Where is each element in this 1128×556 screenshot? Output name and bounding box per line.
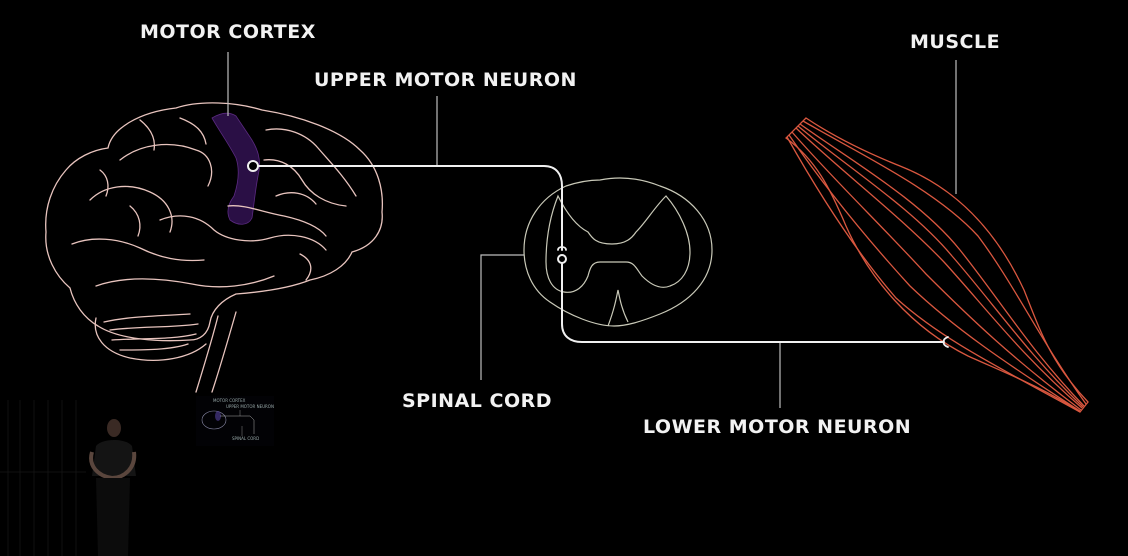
lower-motor-neuron-path [561,263,945,343]
grey-matter [545,194,691,293]
brain-sulcus [275,192,317,205]
brain-sulcus [119,143,213,187]
presenter-torso [92,440,136,476]
brain-outline [45,102,384,342]
cerebellum-fold [119,343,189,351]
mini-screen-label: MOTOR CORTEX [213,398,246,403]
brain-sulcus [179,117,207,145]
spinal-cord-label: SPINAL CORD [402,390,553,412]
presenter-legs [96,478,130,556]
leader-lines [227,52,957,408]
spinal-cord-cross-section [523,177,713,327]
brain-sulcus [159,215,327,251]
stage-backdrop [0,400,86,556]
brain-sulcus [265,128,357,197]
muscle-fiber [788,134,1081,412]
muscle-fiber [786,136,1081,413]
cerebellum-fold [103,313,191,323]
brain-sulcus [227,205,327,237]
brain-sulcus [99,169,109,197]
spinal-cord-leader [480,254,524,380]
brain-sulcus [89,185,173,233]
brainstem [211,311,237,393]
brain-sulcus [129,205,141,237]
upper-neuron-soma [247,160,259,172]
muscle-label: MUSCLE [910,31,1001,53]
presenter-head [107,419,121,437]
spinal-cord-outline [523,177,713,327]
muscle-fiber [791,131,1082,411]
upper-motor-neuron-path [257,165,563,251]
mini-screen [196,396,274,446]
brain-sulcus [95,275,275,288]
presenter-figure [89,419,137,556]
neuromuscular-junction [942,336,949,348]
upper-motor-neuron-label: UPPER MOTOR NEURON [314,69,577,91]
brainstem [195,315,219,393]
motor-cortex-label: MOTOR CORTEX [140,21,316,43]
brain-sulcus [71,238,205,262]
brain-illustration [45,102,384,393]
lower-neuron-soma [557,254,567,264]
presenter-inset [0,396,274,556]
muscle-outline [785,117,1089,413]
brain-sulcus [299,253,312,281]
mini-screen-label: SPINAL CORD [232,436,260,441]
cerebellum-fold [111,333,197,341]
brain-sulcus [263,159,347,207]
motor-cortex-region [211,112,260,225]
muscle-illustration [785,117,1089,413]
cerebellum-fold [109,323,199,331]
neuron-pathway [247,160,949,348]
muscle-fiber [795,127,1083,409]
lower-motor-neuron-label: LOWER MOTOR NEURON [643,416,912,438]
brain-sulcus [139,119,156,151]
mini-screen-label: UPPER MOTOR NEURON [226,404,274,409]
muscle-fiber [802,120,1087,405]
synapse-terminal [557,246,567,251]
cerebellum [94,317,207,361]
muscle-fiber [799,123,1085,407]
anterior-median-fissure [607,289,629,327]
muscle-fiber [797,125,1084,408]
mini-brain [201,410,227,430]
